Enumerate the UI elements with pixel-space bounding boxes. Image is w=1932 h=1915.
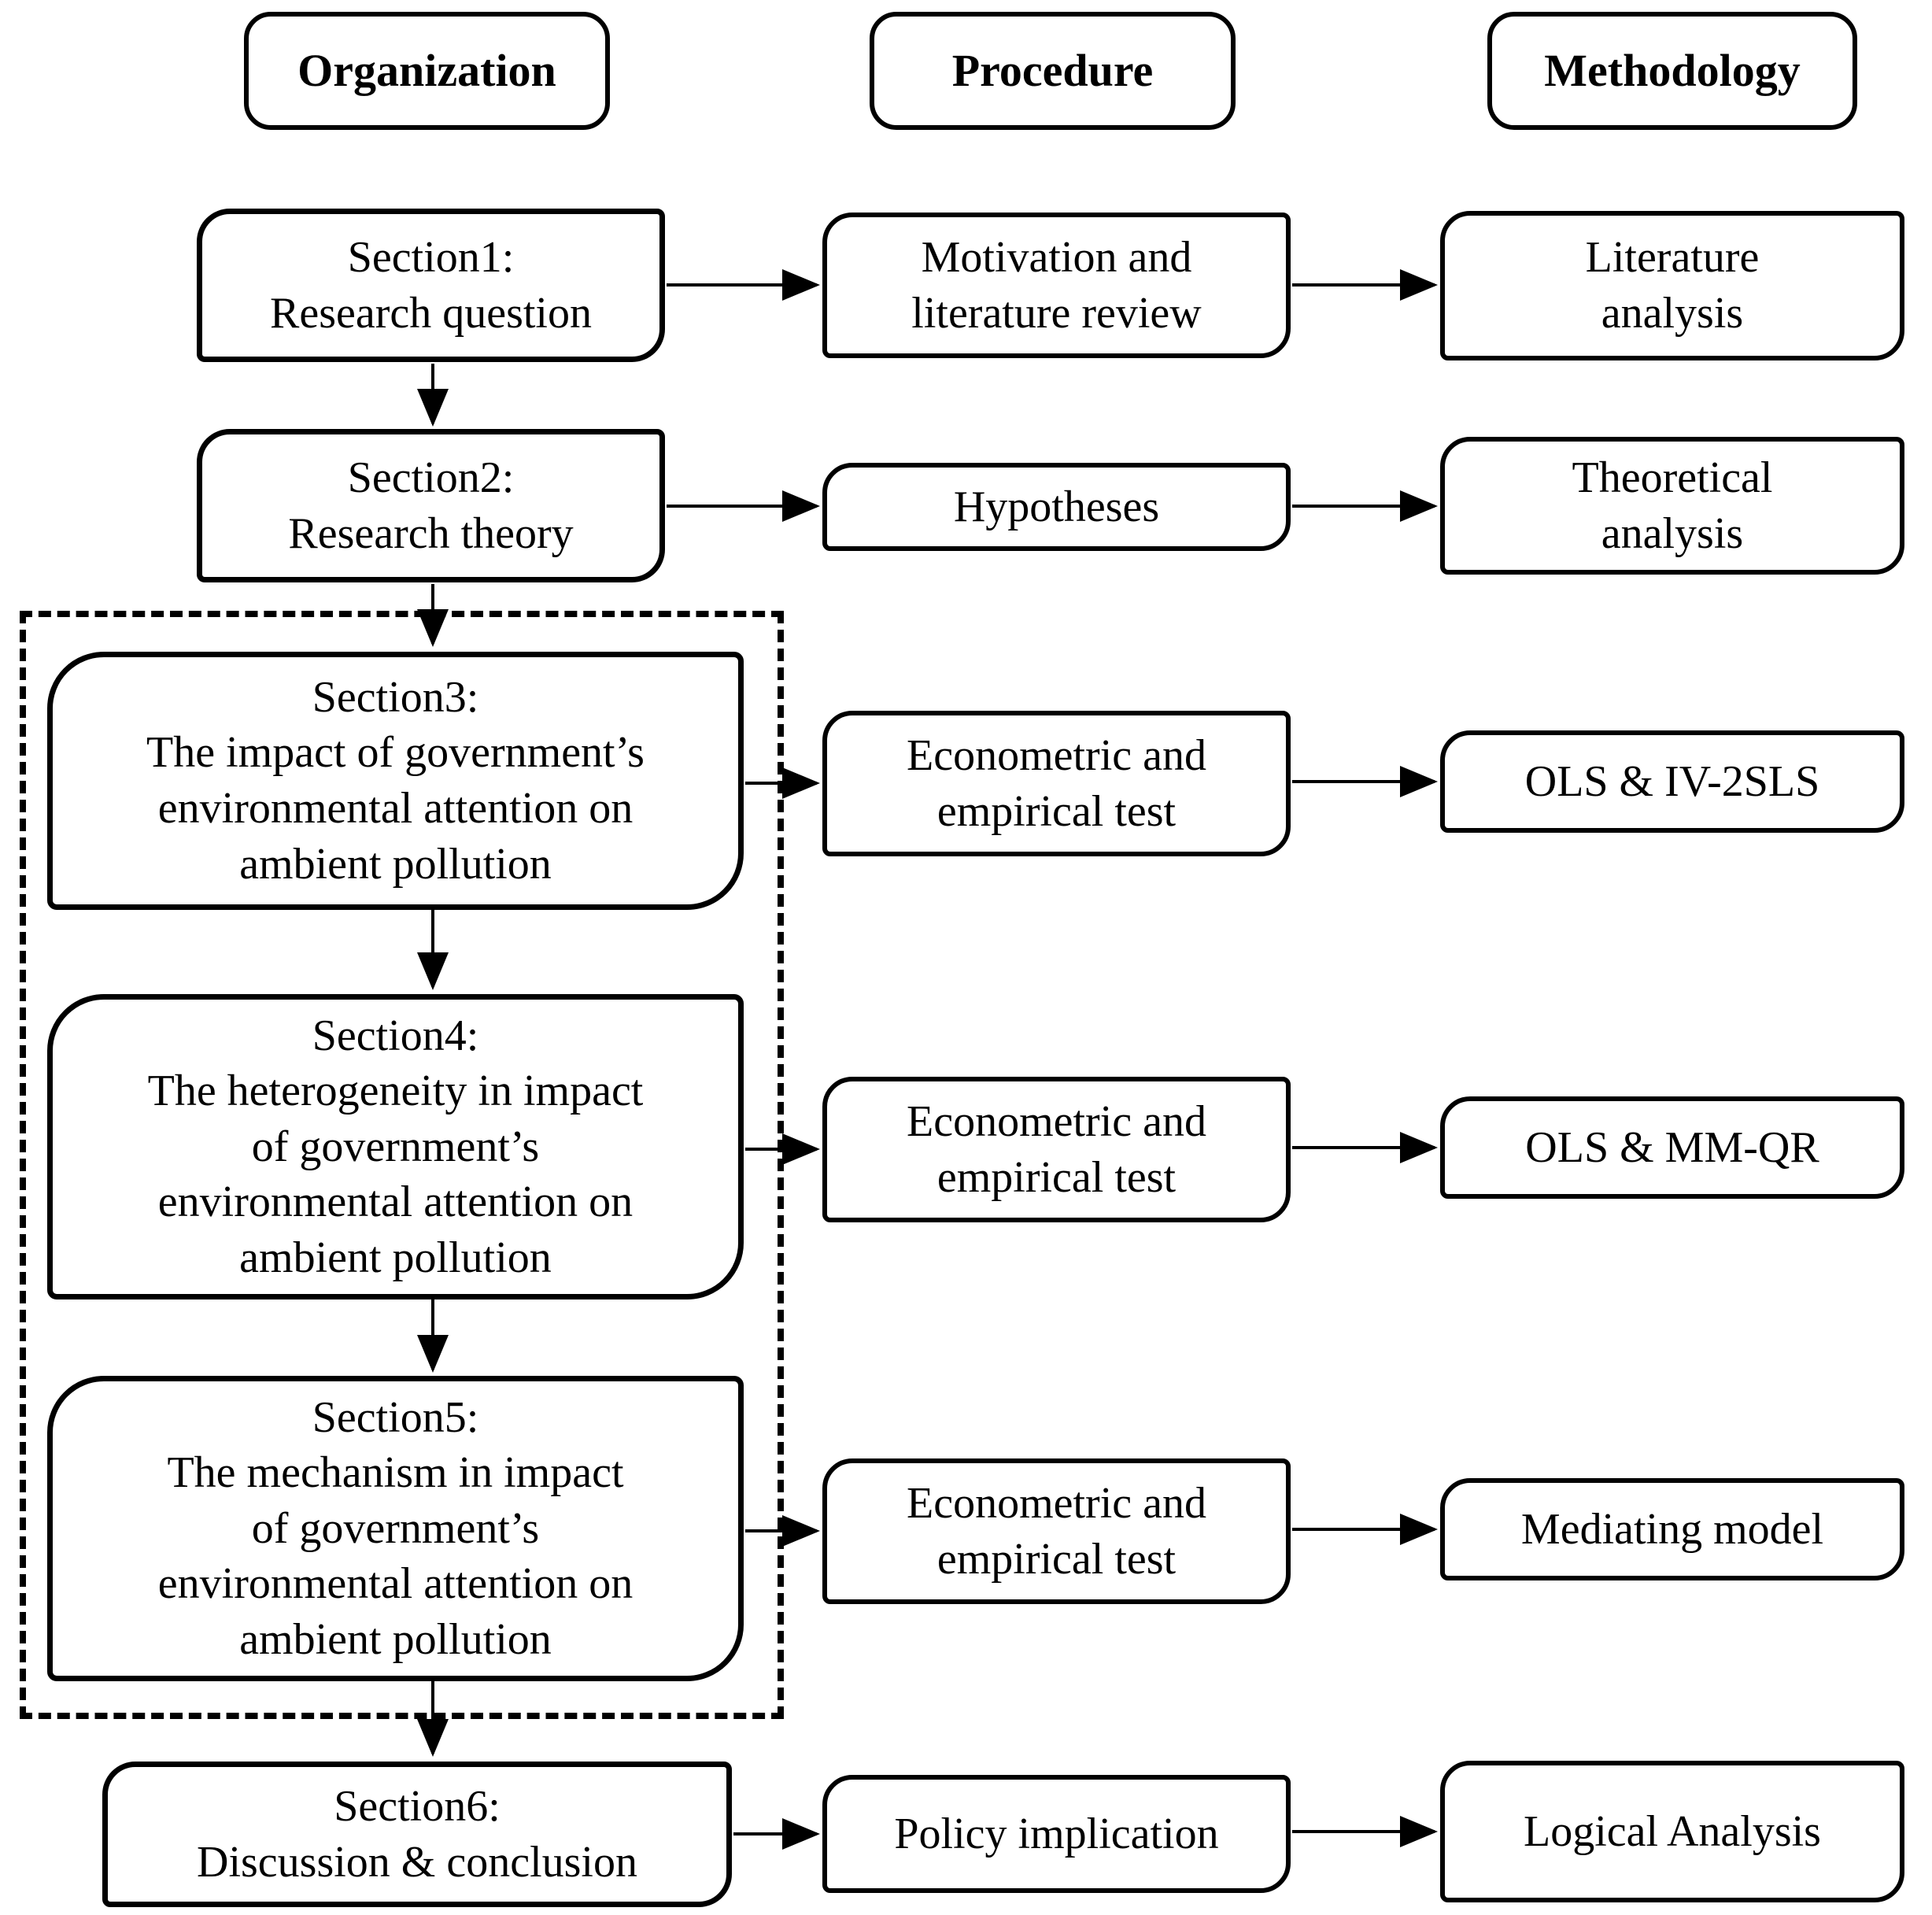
- methodology-row1-box: Literature analysis: [1440, 211, 1904, 360]
- procedure-row2-box: Hypotheses: [822, 463, 1291, 551]
- section3-box: Section3: The impact of government’s env…: [47, 652, 744, 910]
- section1-box: Section1: Research question: [197, 209, 665, 362]
- section4-box: Section4: The heterogeneity in impact of…: [47, 994, 744, 1299]
- methodology-row2-box: Theoretical analysis: [1440, 437, 1904, 575]
- methodology-row3-box: OLS & IV-2SLS: [1440, 730, 1904, 833]
- section6-box: Section6: Discussion & conclusion: [102, 1762, 732, 1907]
- header-procedure: Procedure: [870, 12, 1236, 130]
- procedure-row3-box: Econometric and empirical test: [822, 711, 1291, 856]
- dashed-group-sections-3-5: [20, 611, 784, 1719]
- procedure-row4-box: Econometric and empirical test: [822, 1077, 1291, 1222]
- procedure-row5-box: Econometric and empirical test: [822, 1458, 1291, 1604]
- section2-box: Section2: Research theory: [197, 429, 665, 582]
- header-methodology: Methodology: [1487, 12, 1857, 130]
- header-organization: Organization: [244, 12, 610, 130]
- procedure-row6-box: Policy implication: [822, 1775, 1291, 1893]
- methodology-row6-box: Logical Analysis: [1440, 1761, 1904, 1902]
- methodology-row5-box: Mediating model: [1440, 1478, 1904, 1580]
- section5-box: Section5: The mechanism in impact of gov…: [47, 1376, 744, 1681]
- methodology-row4-box: OLS & MM-QR: [1440, 1096, 1904, 1199]
- procedure-row1-box: Motivation and literature review: [822, 213, 1291, 358]
